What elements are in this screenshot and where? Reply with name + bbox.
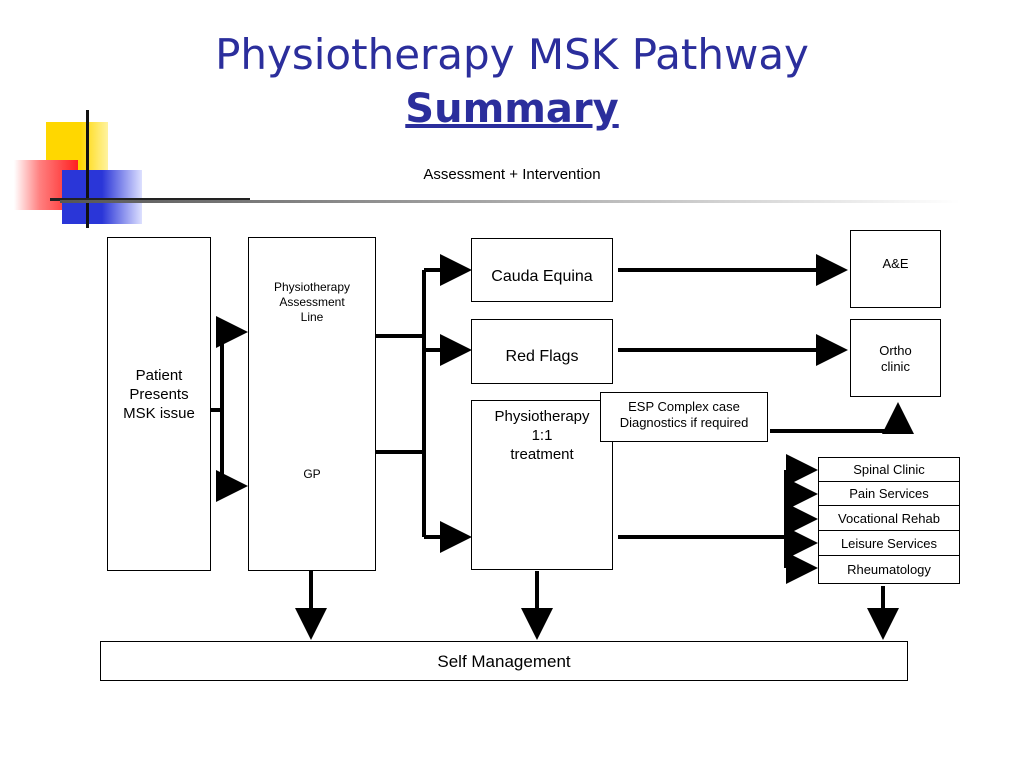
node-self-management: Self Management (100, 641, 908, 681)
page-subtitle: Summary (405, 86, 619, 132)
node-esp: ESP Complex case Diagnostics if required (600, 392, 768, 442)
service-pain-services: Pain Services (818, 481, 960, 506)
service-spinal-clinic: Spinal Clinic (818, 457, 960, 482)
caption: Assessment + Intervention (423, 166, 601, 183)
decor-vertical-line (86, 110, 89, 228)
node-physio-treatment: Physiotherapy 1:1 treatment (471, 400, 613, 570)
arrow-patient-to-gp (216, 410, 248, 502)
arrow-patient-split (210, 330, 240, 412)
service-leisure-services: Leisure Services (818, 530, 960, 556)
service-vocational-rehab: Vocational Rehab (818, 505, 960, 531)
arrow-esp-to-ortho (770, 402, 914, 434)
node-cauda-equina: Cauda Equina (471, 238, 613, 302)
node-ae: A&E (850, 230, 941, 308)
page-title: Physiotherapy MSK Pathway (215, 30, 809, 79)
decor-blue-square (62, 170, 142, 224)
node-assessment-line: Physiotherapy Assessment Line (248, 237, 376, 392)
service-rheumatology: Rheumatology (818, 555, 960, 584)
decor-horizontal-line-short (50, 198, 250, 201)
node-red-flags: Red Flags (471, 319, 613, 384)
node-gp: GP (248, 391, 376, 571)
node-ortho: Ortho clinic (850, 319, 941, 397)
header-divider (60, 200, 960, 203)
node-patient: Patient Presents MSK issue (107, 237, 211, 571)
